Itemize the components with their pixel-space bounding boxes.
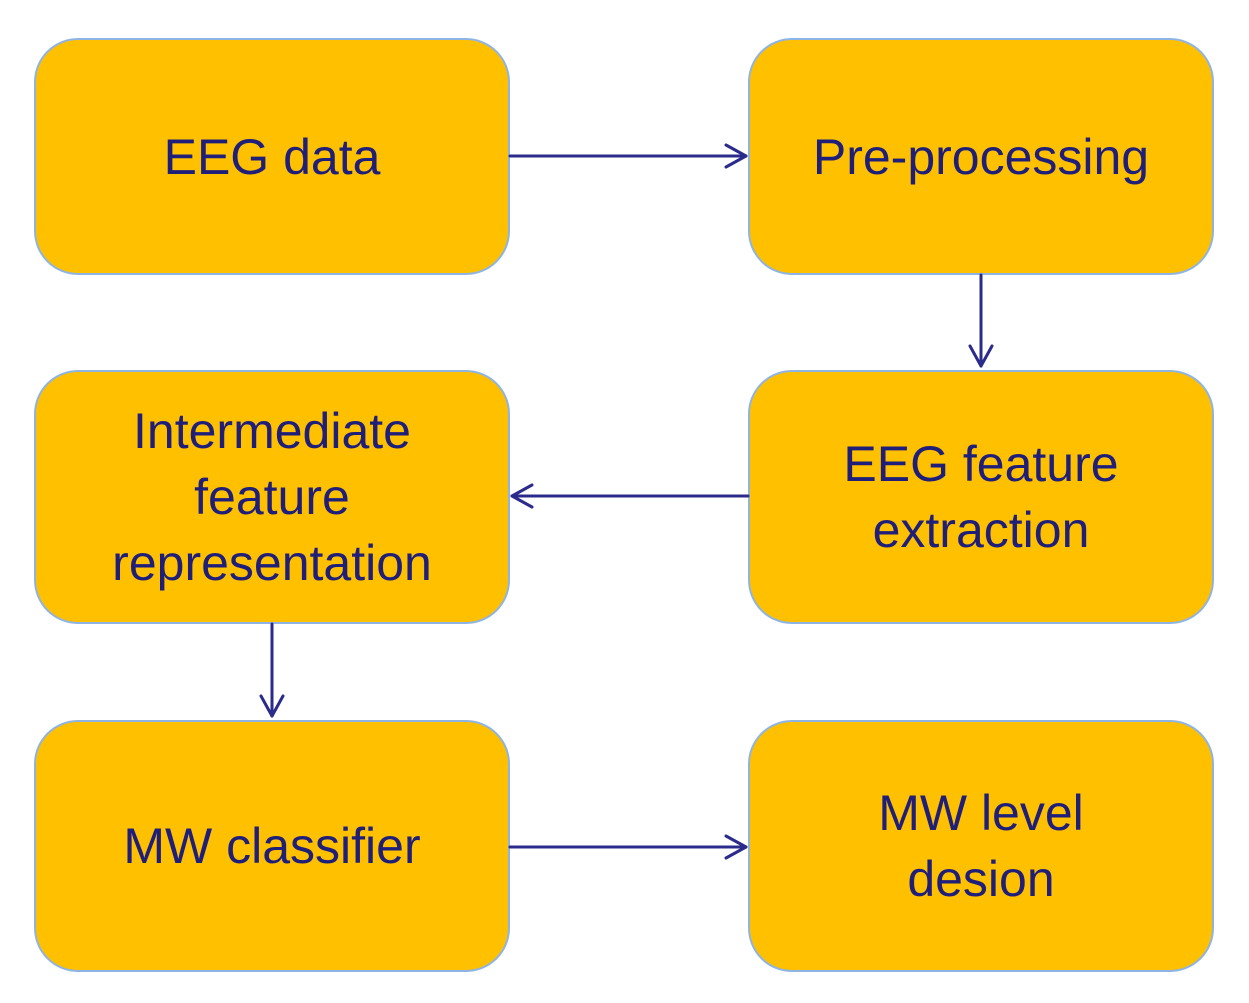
- node-eeg-data: EEG data: [34, 38, 510, 275]
- arrow-mw-classifier-to-mw-level-desion: [508, 834, 748, 860]
- node-eeg-data-label: EEG data: [163, 128, 381, 185]
- node-eeg-feature-extraction: EEG feature extraction: [748, 370, 1214, 624]
- arrow-eeg-data-to-pre-processing: [508, 143, 748, 169]
- node-pre-processing-label: Pre-processing: [812, 128, 1150, 185]
- node-mw-level-desion: MW level desion: [748, 720, 1214, 972]
- node-mw-classifier-label: MW classifier: [123, 818, 421, 874]
- arrow-pre-processing-to-eeg-feature-extraction: [968, 273, 994, 368]
- node-mw-level-desion-label: MW level desion: [878, 785, 1084, 907]
- node-intermediate-feature-representation-label: Intermediate feature representation: [112, 403, 432, 591]
- node-intermediate-feature-representation: Intermediate feature representation: [34, 370, 510, 624]
- arrow-intermediate-feature-representation-to-mw-classifier: [259, 622, 285, 718]
- node-mw-classifier: MW classifier: [34, 720, 510, 972]
- node-eeg-feature-extraction-label: EEG feature extraction: [843, 436, 1119, 558]
- arrow-eeg-feature-extraction-to-intermediate-feature-representation: [510, 483, 750, 509]
- node-pre-processing: Pre-processing: [748, 38, 1214, 275]
